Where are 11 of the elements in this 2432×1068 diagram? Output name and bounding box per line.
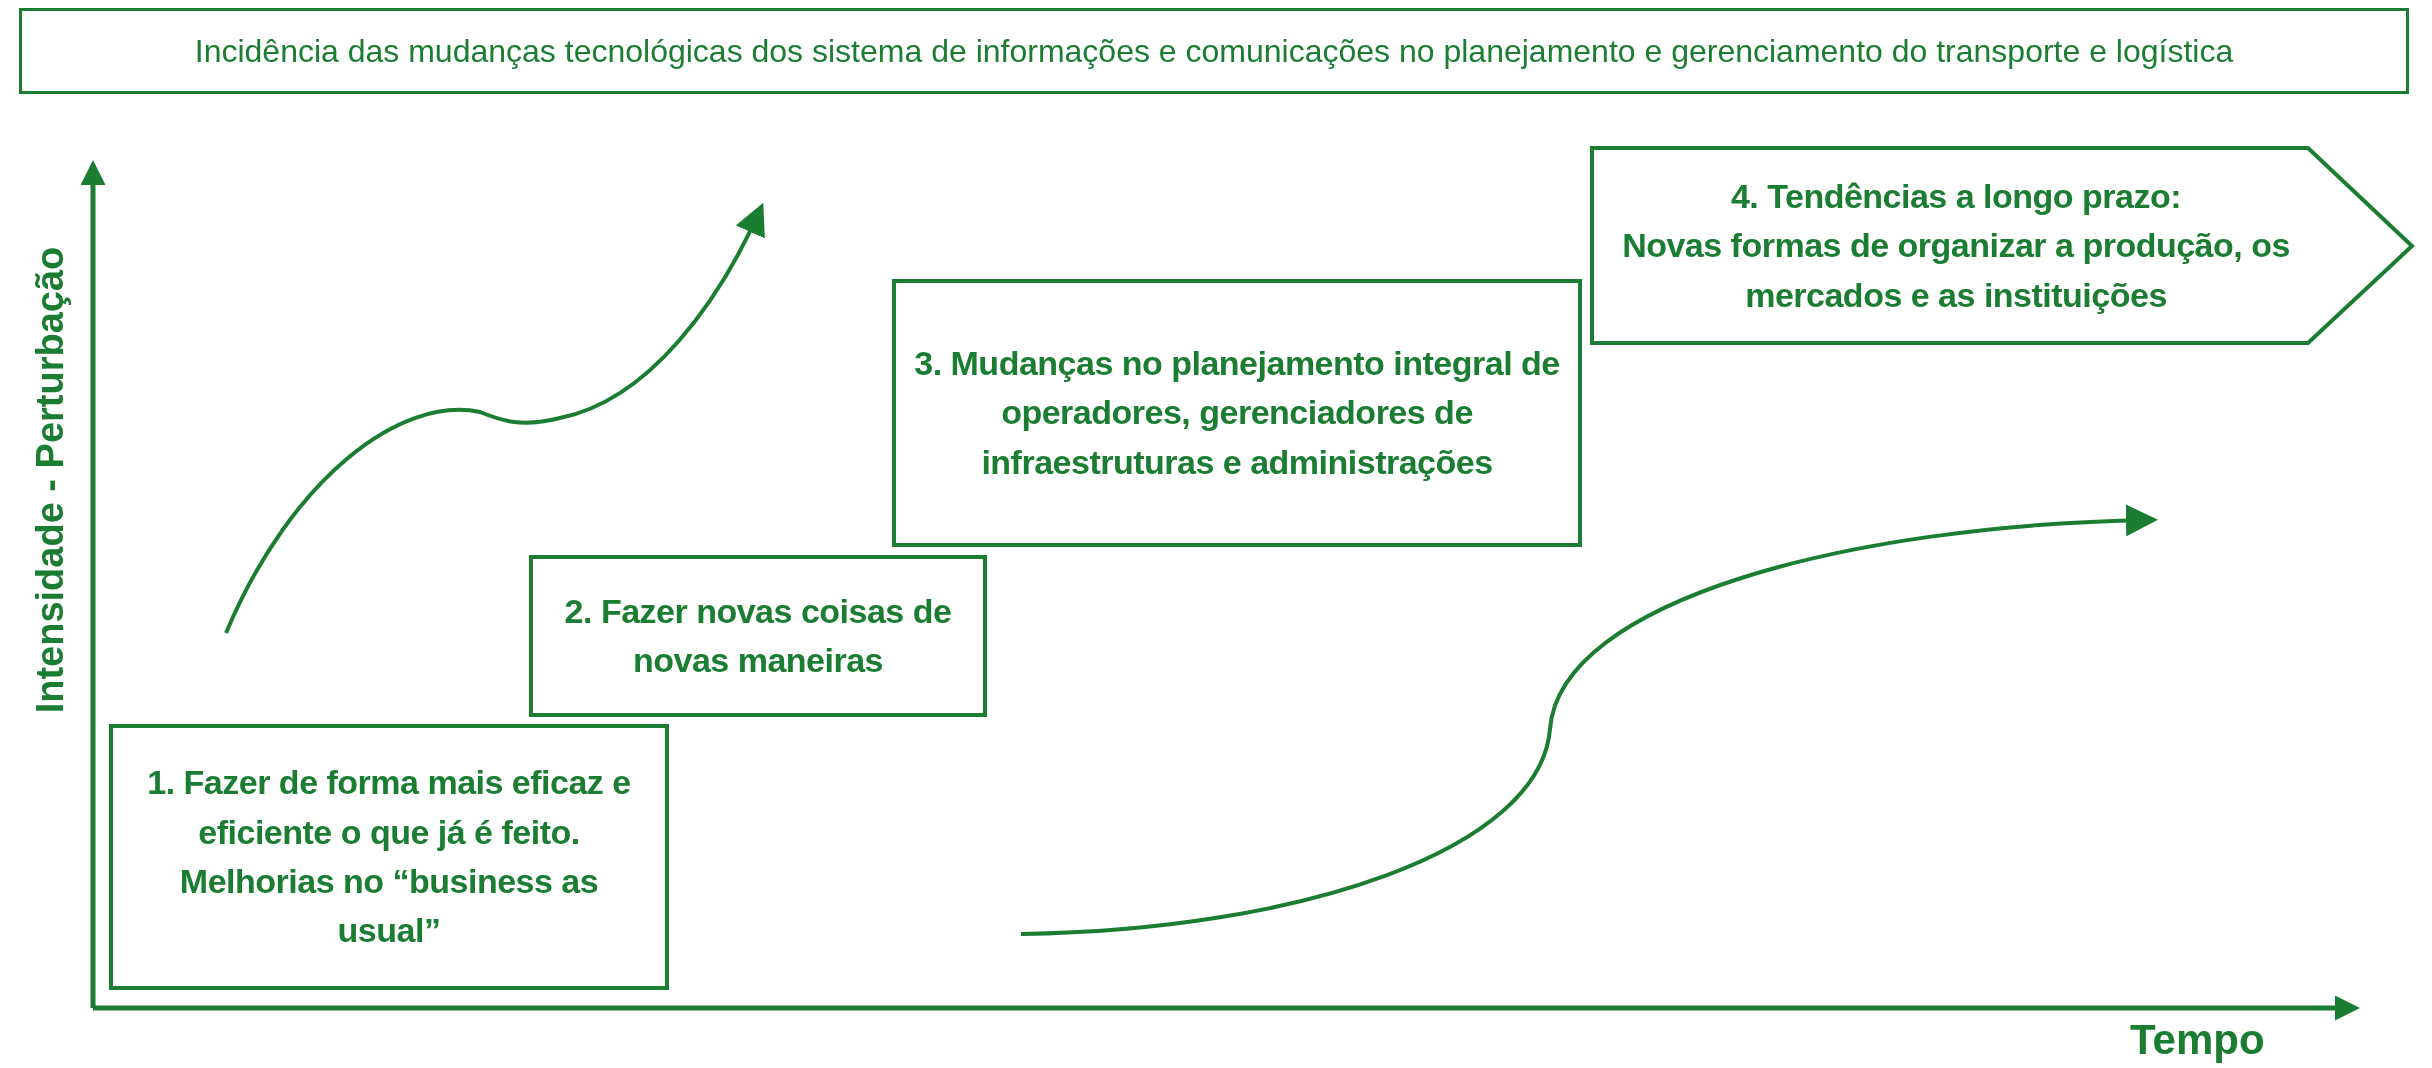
x-axis-label: Tempo [2130, 1016, 2265, 1064]
stage-box [892, 279, 1582, 547]
stage-text: 3. Mudanças no planejamento integral de operadores, gerenciadores de infraestruturas e administrações [914, 343, 1560, 483]
stage-text: Novas formas de organizar a produção, os mercados e as instituições [1621, 225, 2291, 316]
title-banner: Incidência das mudanças tecnológicas dos sistema de informações e comunicações no planejamento e gerenciamento do transporte e logística [19, 8, 2409, 94]
stage-text: 4. Tendências a longo prazo: [1730, 176, 2182, 218]
stage-box [109, 724, 669, 990]
stage-text: 1. Fazer de forma mais eficaz e eficiente o que já é feito. Melhorias no “business as usual” [146, 762, 632, 952]
stage-box [529, 555, 987, 717]
y-axis-label: Intensidade - Perturbação [28, 246, 72, 714]
stage-text: 2. Fazer novas coisas de novas maneiras [563, 590, 953, 681]
